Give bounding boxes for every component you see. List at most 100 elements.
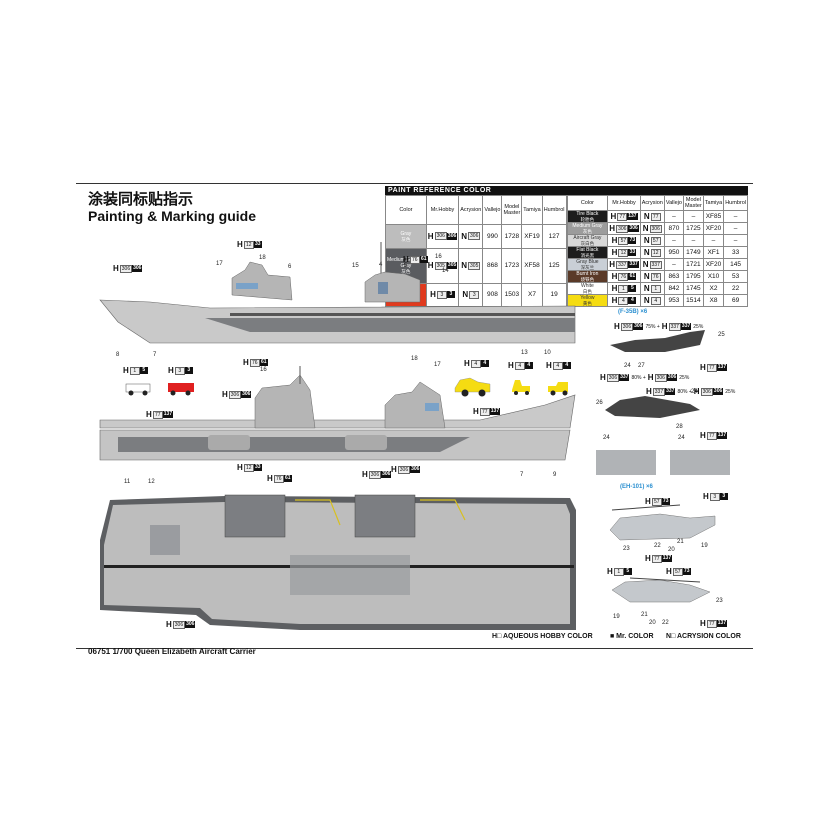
part-callout: 22 xyxy=(654,543,661,549)
mr-color-code: 305 xyxy=(446,262,458,270)
mix-ratio: 25% xyxy=(679,374,690,381)
kit-title-footer: 06751 1/700 Queen Elizabeth Aircraft Car… xyxy=(88,647,256,656)
mr-color-code: 137 xyxy=(716,432,728,439)
aqueous-code: 1 xyxy=(618,284,629,293)
hobby-prefix: H xyxy=(362,470,368,479)
part-callout: 10 xyxy=(544,350,551,356)
part-callout: 23 xyxy=(716,598,723,604)
mr-color-code: 137 xyxy=(716,364,728,371)
mr-color-code: 306 xyxy=(633,323,644,330)
vallejo-cell: 908 xyxy=(482,282,503,308)
mr-color-code: 137 xyxy=(162,411,174,418)
mr-color-code: 337 xyxy=(628,261,639,268)
acrysion-code: 1 xyxy=(650,284,661,293)
acrysion-code: 306 xyxy=(468,232,481,241)
aqueous-code: 305 xyxy=(434,261,447,270)
paint-table-heading: PAINT REFERENCE COLOR xyxy=(385,186,748,195)
mr-color-code: 306 xyxy=(410,466,421,473)
part-callout: 16 xyxy=(260,367,267,373)
hobby-prefix: H xyxy=(546,361,552,370)
aqueous-code: 12 xyxy=(618,248,629,257)
acrysion-code: 12 xyxy=(650,248,661,257)
aqueous-code: 306 xyxy=(368,470,382,479)
part-callout: 16 xyxy=(435,254,442,260)
mix-ratio: 75% + xyxy=(645,323,660,330)
mr-color-code: 61 xyxy=(259,359,268,366)
paint-row: Red红色H33N39081503X719 xyxy=(385,282,567,308)
title-english: Painting & Marking guide xyxy=(88,208,257,224)
aqueous-code: 306 xyxy=(172,620,186,629)
aqueous-code: 306 xyxy=(434,232,447,241)
part-callout: 5 xyxy=(404,263,408,269)
mr-color-code: 5 xyxy=(628,285,637,292)
mr-color-code: 61 xyxy=(628,273,637,280)
hobby-prefix: H xyxy=(646,387,652,396)
color-name-en: Medium Gray xyxy=(572,223,603,229)
tamiya-cell: XF58 xyxy=(521,247,543,284)
hobby-prefix: H xyxy=(700,431,706,440)
mr-color-code: 337 xyxy=(680,323,692,330)
part-callout: 27 xyxy=(638,363,645,369)
hobby-prefix: H xyxy=(645,554,651,563)
hobby-prefix: H xyxy=(693,387,700,396)
part-callout: 20 xyxy=(668,547,675,553)
part-callout: 24 xyxy=(624,363,631,369)
hobby-prefix: H xyxy=(600,373,606,382)
part-callout: 12 xyxy=(148,479,155,485)
mix-ratio: 25% xyxy=(693,323,704,330)
f35b-label: (F-35B) ×6 xyxy=(618,309,648,315)
hobby-prefix: H xyxy=(645,497,651,506)
hobby-prefix: H xyxy=(607,567,613,576)
hobby-prefix: H xyxy=(666,567,672,576)
aqueous-code: 76 xyxy=(249,358,260,367)
part-callout: 13 xyxy=(521,350,528,356)
mr-color-code: 306 xyxy=(712,388,724,395)
color-name-cn: 灰色 xyxy=(401,236,411,242)
aqueous-code: 77 xyxy=(651,554,662,563)
part-callout: 9 xyxy=(553,472,557,478)
mr-color-code: 73 xyxy=(661,498,670,505)
mr-color-code: 73 xyxy=(628,237,637,244)
hobby-prefix: H xyxy=(168,366,174,375)
part-callout: 6 xyxy=(288,264,292,270)
aqueous-code: 4 xyxy=(514,361,525,370)
aqueous-code: 4 xyxy=(618,296,629,305)
aqueous-code: 12 xyxy=(243,463,254,472)
vallejo-cell: 953 xyxy=(663,294,684,307)
aqueous-code: 3 xyxy=(709,492,720,501)
hobby-prefix: H xyxy=(464,359,470,368)
hobby-prefix: H xyxy=(166,620,172,629)
part-callout: 18 xyxy=(259,255,266,261)
color-name-en: Gray xyxy=(400,230,412,237)
hobby-prefix: H xyxy=(473,407,479,416)
part-callout: 4 xyxy=(379,262,383,268)
mr-color-code: 61 xyxy=(283,475,292,482)
part-callout: 28 xyxy=(676,424,683,430)
mr-color-code: 33 xyxy=(628,249,637,256)
color-name-cn: 灰色 xyxy=(582,229,592,234)
acrysion-code: 57 xyxy=(650,236,661,245)
hobby-prefix: H xyxy=(703,492,709,501)
